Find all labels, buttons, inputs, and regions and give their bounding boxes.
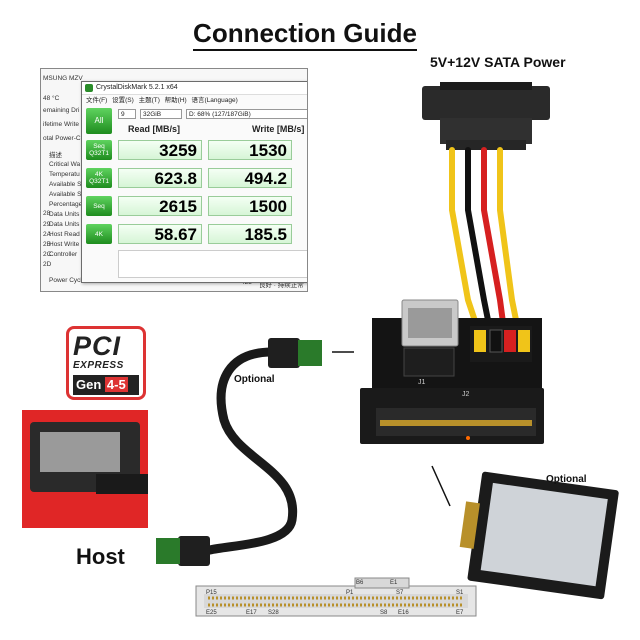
bg-list-item: Data Units (49, 211, 80, 218)
adapter-board (360, 299, 544, 444)
row-sublabel: Q32T1 (89, 150, 109, 157)
bg-list-item: Available S (49, 191, 82, 198)
row-label: 4K (95, 230, 103, 238)
page-title-text: Connection Guide (193, 18, 417, 51)
menu-bar[interactable]: 文件(F) 设置(S) 主题(T) 帮助(H) 语言(Language) (86, 97, 238, 104)
benchmark-screenshot: MSUNG MZV 48 °C emaining Dri ifetime Wri… (40, 68, 308, 292)
logo-gen-text: Gen (76, 377, 102, 392)
read-value: 3259 (118, 140, 202, 160)
optional-ssd-label: Optional (546, 474, 587, 485)
logo-pci-text: PCI (73, 331, 122, 361)
bg-num: 2D (43, 261, 52, 268)
bg-list-item: Host Write (49, 241, 80, 248)
j1-label: J1 (418, 379, 426, 386)
read-value: 623.8 (118, 168, 202, 188)
logo-gen-badge: Gen 4-5 (73, 375, 139, 395)
j2-label: J2 (462, 391, 470, 398)
bg-num: 2A (43, 231, 51, 238)
comment-box[interactable] (118, 250, 307, 278)
ssd-drive (459, 471, 619, 600)
write-value: 1530 (208, 140, 292, 160)
bg-list-item: Data Units (49, 221, 80, 228)
bg-list-item: Controller (49, 251, 78, 258)
pinout-diagram (195, 577, 477, 617)
pin-label: E25 (206, 610, 217, 616)
bg-list-item: Host Read (49, 231, 80, 238)
bg-list-item: Temperatu (49, 171, 80, 178)
bg-list-item: Available S (49, 181, 82, 188)
bg-footer-text: 良好 · 持续正常 (259, 282, 304, 289)
row-label: Seq (93, 202, 105, 210)
row-label-seq[interactable]: Seq (86, 196, 112, 216)
size-select[interactable]: 32GiB (140, 109, 182, 119)
optional-cable-label: Optional (234, 374, 275, 385)
row-label: 4K (95, 171, 103, 178)
write-value: 1500 (208, 196, 292, 216)
power-wires (449, 147, 521, 333)
bg-num: 28 (43, 210, 51, 217)
bg-num: 29 (43, 221, 51, 228)
page-title: Connection Guide (0, 18, 610, 51)
bg-list-item: Critical Wa (49, 161, 81, 168)
row-sublabel: Q32T1 (89, 178, 109, 185)
bg-line: ifetime Write (43, 121, 79, 128)
pin-label: S28 (268, 610, 279, 616)
bg-line: emaining Dri (43, 107, 80, 114)
bg-line: MSUNG MZV (43, 75, 83, 82)
pin-label: S1 (456, 590, 464, 596)
window-title: CrystalDiskMark 5.2.1 x64 (96, 84, 178, 91)
app-icon (85, 84, 93, 92)
logo-express-text: EXPRESS (73, 360, 124, 371)
pin-label: E16 (398, 610, 409, 616)
row-label-4k[interactable]: 4K (86, 224, 112, 244)
bg-list-item: Power Cycles (49, 277, 89, 284)
pin-label: E17 (246, 610, 257, 616)
pin-label: E1 (390, 580, 398, 586)
count-select[interactable]: 9 (118, 109, 136, 119)
all-button[interactable]: All (86, 108, 112, 134)
bg-list-item: Percentage (49, 201, 83, 208)
slimsas-cable (156, 338, 322, 566)
bg-num: 2C (43, 251, 52, 258)
crystaldiskmark-window: CrystalDiskMark 5.2.1 x64 文件(F) 设置(S) 主题… (81, 81, 307, 283)
window-titlebar: CrystalDiskMark 5.2.1 x64 (82, 82, 307, 95)
read-value: 58.67 (118, 224, 202, 244)
host-card (22, 410, 148, 528)
pin-label: S7 (396, 590, 404, 596)
logo-gen-number: 4-5 (104, 377, 128, 392)
write-header: Write [MB/s] (252, 124, 305, 134)
sata-power-connector (422, 82, 550, 150)
write-value: 185.5 (208, 224, 292, 244)
pin-label: S8 (380, 610, 388, 616)
pin-label: E7 (456, 610, 464, 616)
read-value: 2615 (118, 196, 202, 216)
bg-line: otal Power-C (43, 135, 81, 142)
bg-line: 48 °C (43, 95, 60, 102)
host-label: Host (76, 544, 125, 569)
pointer-line (431, 465, 451, 507)
bg-num: 2B (43, 241, 51, 248)
pin-label: P1 (346, 590, 354, 596)
write-value: 494.2 (208, 168, 292, 188)
read-header: Read [MB/s] (128, 124, 181, 134)
bg-tab: 描述 (49, 152, 62, 159)
sata-power-label: 5V+12V SATA Power (430, 54, 566, 70)
pci-express-logo: PCI EXPRESS Gen 4-5 (66, 326, 146, 400)
drive-select[interactable]: D: 68% (127/187GiB) (186, 109, 307, 119)
row-label: Seq (93, 143, 105, 150)
pin-label: B6 (356, 580, 364, 586)
pin-label: P15 (206, 590, 217, 596)
